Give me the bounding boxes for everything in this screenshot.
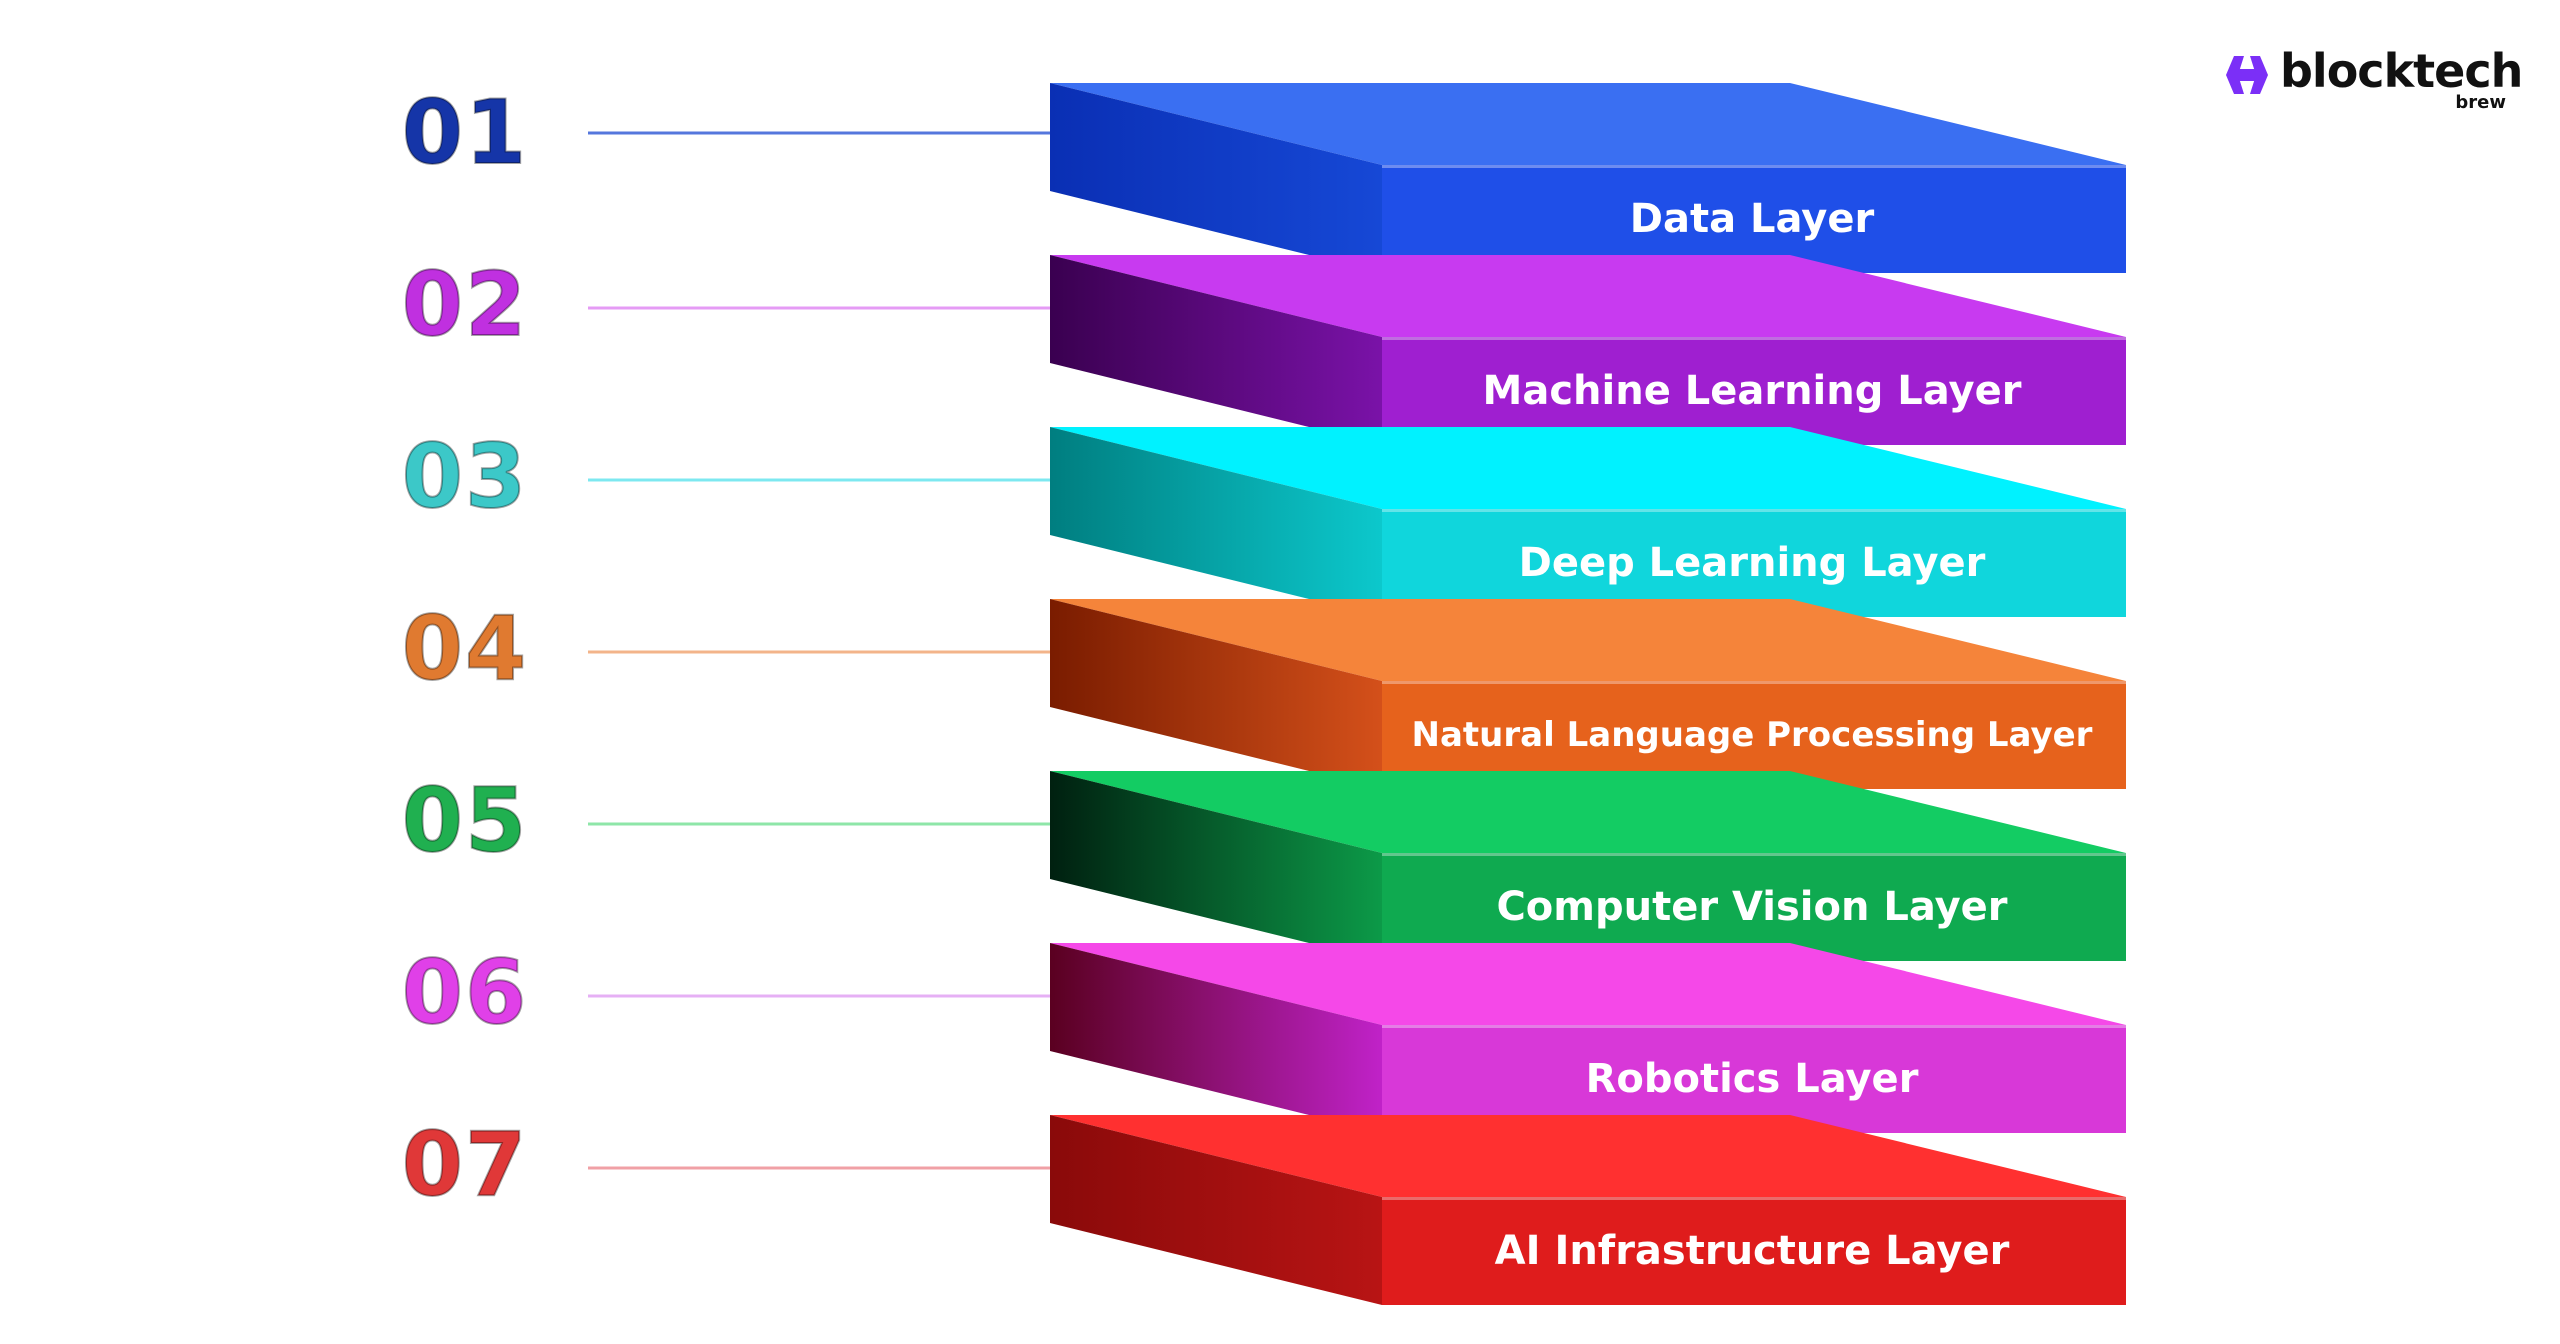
layer-top-face — [1050, 83, 2126, 165]
layer-number: 06 — [401, 941, 529, 1044]
layer-label: Computer Vision Layer — [1496, 884, 2008, 930]
layer-top-face — [1050, 943, 2126, 1025]
layer-top-face — [1050, 1115, 2126, 1197]
layer-top-face — [1050, 771, 2126, 853]
layer-7 — [1050, 1115, 2126, 1305]
layer-label: Data Layer — [1629, 196, 1875, 242]
layer-top-face — [1050, 599, 2126, 681]
layer-label: Robotics Layer — [1585, 1056, 1919, 1102]
layer-edge-highlight — [1382, 165, 2126, 168]
layer-side-face — [1050, 1115, 1382, 1305]
layer-number: 04 — [401, 597, 529, 700]
layer-edge-highlight — [1382, 1197, 2126, 1200]
layer-front-face — [1382, 1197, 2126, 1305]
layer-3 — [1050, 427, 2126, 617]
layer-top-face — [1050, 427, 2126, 509]
layer-number: 01 — [401, 81, 529, 184]
layer-side-face — [1050, 599, 1382, 789]
blocktech-logo-icon — [2226, 56, 2268, 94]
layer-6 — [1050, 943, 2126, 1133]
brand-sub: brew — [2455, 92, 2506, 113]
layer-number: 03 — [401, 425, 529, 528]
layer-edge-highlight — [1382, 681, 2126, 684]
layer-edge-highlight — [1382, 337, 2126, 340]
layer-4 — [1050, 599, 2126, 789]
layer-label: AI Infrastructure Layer — [1494, 1228, 2010, 1274]
layer-5 — [1050, 771, 2126, 961]
layer-2 — [1050, 255, 2126, 445]
layer-edge-highlight — [1382, 509, 2126, 512]
layer-top-face — [1050, 255, 2126, 337]
brand-logo: blocktech brew — [2220, 44, 2523, 118]
layer-side-face — [1050, 427, 1382, 617]
layer-1 — [1050, 83, 2126, 273]
brand-name: blocktech — [2280, 44, 2523, 98]
layer-number: 07 — [401, 1113, 529, 1216]
layer-number: 02 — [401, 253, 529, 356]
layer-side-face — [1050, 255, 1382, 445]
layer-label: Machine Learning Layer — [1482, 368, 2022, 414]
layer-side-face — [1050, 771, 1382, 961]
layer-edge-highlight — [1382, 1025, 2126, 1028]
layer-label: Deep Learning Layer — [1518, 540, 1986, 586]
layer-number: 05 — [401, 769, 529, 872]
layer-label: Natural Language Processing Layer — [1411, 715, 2093, 755]
layer-edge-highlight — [1382, 853, 2126, 856]
layer-side-face — [1050, 83, 1382, 273]
layer-side-face — [1050, 943, 1382, 1133]
